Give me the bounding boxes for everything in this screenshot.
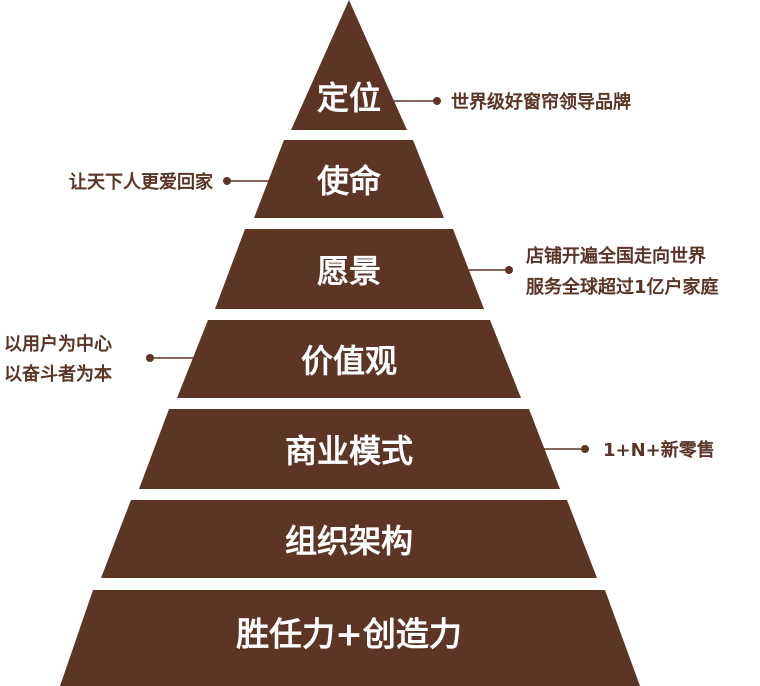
callout-vision-text-line1: 店铺开遍全国走向世界: [526, 245, 706, 267]
callout-business-model-text: 1+N+新零售: [603, 439, 715, 461]
tier-positioning-shape: [291, 0, 407, 130]
callout-business-model-dot: [581, 445, 589, 453]
tier-vision-shape: [215, 229, 484, 309]
tier-mission-label: 使命: [316, 162, 382, 200]
callout-mission-dot: [223, 177, 231, 185]
tier-organization-shape: [101, 500, 597, 578]
pyramid-tier-labels: 定位 使命 愿景 价值观 商业模式 组织架构 胜任力+创造力: [236, 79, 462, 654]
tier-business-model-label: 商业模式: [285, 432, 413, 470]
tier-organization-label: 组织架构: [285, 522, 413, 560]
tier-vision-label: 愿景: [317, 252, 381, 290]
tier-competence-label: 胜任力+创造力: [236, 615, 462, 654]
tier-positioning-label: 定位: [317, 79, 381, 117]
callout-connectors: [146, 97, 589, 453]
tier-values-label: 价值观: [301, 342, 397, 380]
callout-positioning-dot: [433, 97, 441, 105]
callout-values-text-line2: 以奋斗者为本: [4, 363, 112, 385]
callout-vision-dot: [505, 266, 513, 274]
tier-values-shape: [177, 320, 521, 398]
callout-texts: 世界级好窗帘领导品牌 让天下人更爱回家 店铺开遍全国走向世界 服务全球超过1亿户…: [4, 91, 719, 461]
callout-mission-text: 让天下人更爱回家: [69, 171, 214, 193]
pyramid-tiers: [60, 0, 640, 686]
callout-positioning-text: 世界级好窗帘领导品牌: [451, 91, 631, 113]
callout-vision-text-line2: 服务全球超过1亿户家庭: [526, 276, 719, 298]
callout-values-text-line1: 以用户为中心: [4, 333, 112, 355]
tier-business-model-shape: [139, 409, 560, 489]
tier-mission-shape: [254, 140, 444, 218]
tier-competence-shape: [60, 590, 640, 686]
callout-values-dot: [146, 354, 154, 362]
